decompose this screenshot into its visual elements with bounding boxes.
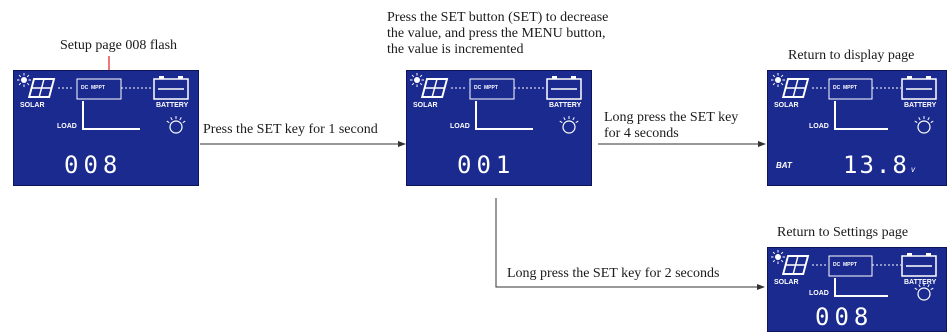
caption-return-settings: Return to Settings page bbox=[777, 225, 909, 240]
volt-unit-label: v bbox=[911, 165, 915, 174]
solar-label: SOLAR bbox=[774, 279, 799, 286]
caption-long-press-2s: Long press the SET key for 2 seconds bbox=[507, 266, 720, 281]
light-bulb-icon bbox=[917, 287, 931, 301]
mppt-converter-icon bbox=[828, 78, 873, 100]
mppt-converter-icon bbox=[828, 255, 873, 277]
battery-label: BATTERY bbox=[904, 102, 937, 109]
caption-long-press-4s-line2: for 4 seconds bbox=[604, 126, 679, 141]
battery-icon bbox=[901, 255, 937, 277]
caption-long-press-4s-line1: Long press the SET key bbox=[604, 110, 739, 125]
load-line-icon bbox=[475, 101, 533, 130]
mppt-label: MPPT bbox=[843, 262, 857, 268]
load-line-icon bbox=[834, 101, 888, 130]
load-label: LOAD bbox=[57, 123, 77, 130]
battery-label: BATTERY bbox=[549, 102, 582, 109]
solar-label: SOLAR bbox=[20, 102, 45, 109]
battery-icon bbox=[546, 78, 582, 100]
load-label: LOAD bbox=[809, 123, 829, 130]
load-line-icon bbox=[834, 278, 888, 297]
lcd-value: 001 bbox=[457, 151, 516, 179]
solar-label: SOLAR bbox=[413, 102, 438, 109]
lcd-value: 008 bbox=[815, 303, 874, 331]
battery-label: BATTERY bbox=[156, 102, 189, 109]
lcd-icons bbox=[771, 250, 937, 301]
battery-label: BATTERY bbox=[904, 279, 937, 286]
solar-panel-icon bbox=[27, 78, 56, 98]
battery-icon bbox=[153, 78, 189, 100]
load-line-icon bbox=[82, 101, 140, 130]
lcd-value: 008 bbox=[64, 151, 123, 179]
lcd-icons bbox=[17, 73, 189, 134]
mppt-label: MPPT bbox=[91, 85, 105, 91]
caption-setup-flash: Setup page 008 flash bbox=[60, 38, 178, 53]
dc-label: DC bbox=[474, 85, 482, 91]
solar-panel-icon bbox=[781, 78, 810, 98]
caption-press-set-1s: Press the SET key for 1 second bbox=[203, 122, 378, 137]
mppt-label: MPPT bbox=[843, 85, 857, 91]
light-bulb-icon bbox=[917, 120, 931, 134]
battery-icon bbox=[901, 78, 937, 100]
load-label: LOAD bbox=[809, 290, 829, 297]
sun-icon bbox=[21, 77, 27, 83]
sun-icon bbox=[414, 77, 420, 83]
bat-label: BAT bbox=[776, 161, 792, 170]
sun-icon bbox=[775, 254, 781, 260]
dc-label: DC bbox=[833, 262, 841, 268]
dc-label: DC bbox=[833, 85, 841, 91]
mppt-converter-icon bbox=[469, 78, 515, 100]
light-bulb-icon bbox=[169, 120, 183, 134]
mppt-label: MPPT bbox=[484, 85, 498, 91]
caption-adjust-line1: Press the SET button (SET) to decrease bbox=[387, 10, 609, 25]
solar-panel-icon bbox=[781, 255, 810, 275]
caption-return-display: Return to display page bbox=[788, 48, 915, 63]
solar-panel-icon bbox=[420, 78, 449, 98]
load-label: LOAD bbox=[450, 123, 470, 130]
mppt-converter-icon bbox=[76, 78, 122, 100]
lcd-icons bbox=[410, 73, 582, 134]
arrow-adjust-to-settings bbox=[495, 198, 765, 290]
caption-adjust-line2: the value, and press the MENU button, bbox=[387, 26, 606, 41]
light-bulb-icon bbox=[562, 120, 576, 134]
sun-icon bbox=[775, 77, 781, 83]
dc-label: DC bbox=[81, 85, 89, 91]
caption-adjust-line3: the value is incremented bbox=[387, 42, 524, 57]
lcd-icons bbox=[771, 73, 937, 134]
solar-label: SOLAR bbox=[774, 102, 799, 109]
lcd-value: 13.8 bbox=[843, 151, 909, 179]
